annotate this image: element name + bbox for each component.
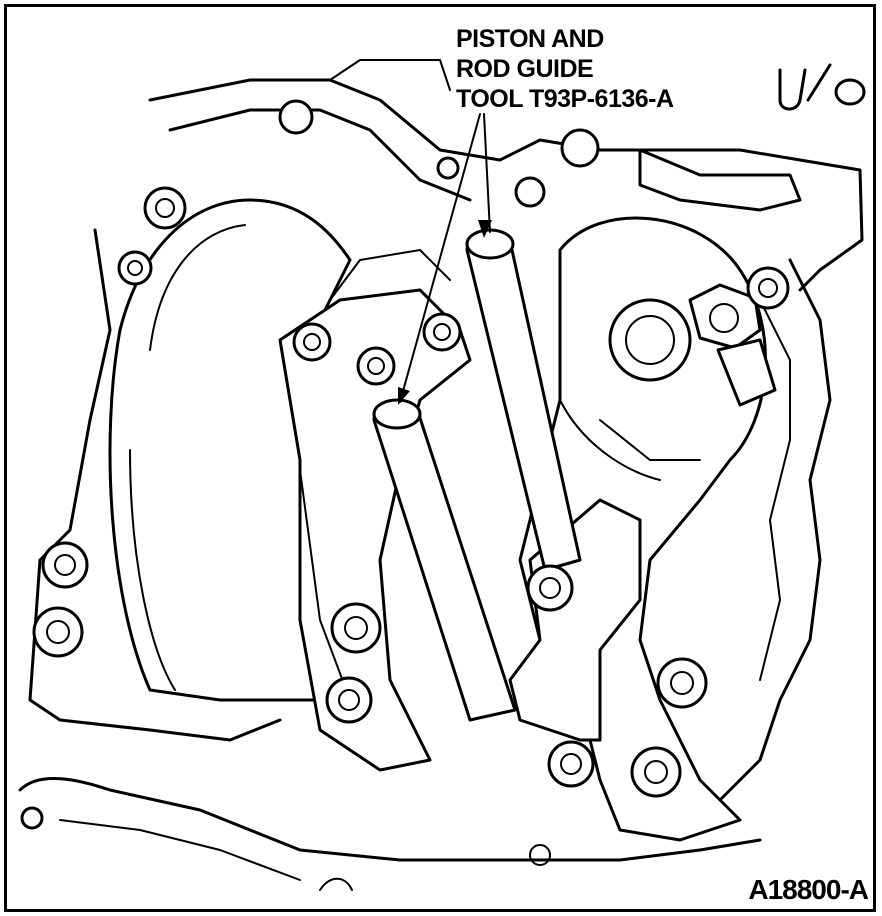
- bolt-head: [656, 657, 708, 709]
- block-rear-edge: [329, 59, 451, 91]
- oil-pan-rail: [18, 777, 762, 862]
- pulley-bolt-head: [688, 283, 762, 350]
- bearing-cap-face: [299, 249, 451, 701]
- block-right-edge: [718, 258, 832, 802]
- figure-border: [4, 4, 876, 912]
- cylinder-mark-o: [834, 78, 866, 106]
- pulley-bolt-center: [709, 303, 739, 333]
- journal-web: [559, 399, 701, 481]
- guide-tool-left-end: [372, 398, 422, 430]
- block-bore-circle: [514, 176, 546, 208]
- pulley-bolt-shank: [716, 338, 777, 407]
- bolt-heads: [32, 186, 790, 798]
- cylinder-mark-u: [778, 68, 807, 111]
- bolt-head: [547, 740, 595, 788]
- counterweight-edge: [129, 224, 246, 691]
- bolt-head: [330, 602, 382, 654]
- bolt-head: [325, 676, 373, 724]
- block-upper-ridge: [168, 108, 472, 202]
- block-bore-circle: [560, 128, 600, 168]
- leader-arrow-right: [478, 220, 492, 238]
- bolt-head: [143, 186, 187, 230]
- bolt-head: [32, 606, 84, 658]
- callout-line-1: PISTON AND: [456, 25, 604, 53]
- block-bore-circle: [436, 156, 460, 180]
- main-bearing-cap: [278, 288, 472, 772]
- bolt-head: [117, 250, 153, 286]
- callout-line-3: TOOL T93P-6136-A: [456, 85, 674, 113]
- block-dowel: [529, 844, 551, 866]
- cylinder-mark-slash: [806, 63, 832, 102]
- bolt-head: [41, 541, 89, 589]
- journal-end: [608, 298, 692, 382]
- leader-line-right: [483, 113, 491, 233]
- leader-line-left: [399, 113, 481, 403]
- block-right-rib: [759, 299, 791, 681]
- bolt-head: [356, 346, 396, 386]
- bolt-head: [746, 266, 790, 310]
- leader-arrow-left: [398, 387, 410, 405]
- bolt-head: [422, 312, 462, 352]
- block-bore-circle: [278, 99, 314, 135]
- figure-id: A18800-A: [748, 874, 869, 905]
- oil-pan-rail-lower: [59, 819, 353, 891]
- drain-plug: [20, 806, 44, 830]
- journal-bore: [625, 315, 675, 365]
- bolt-head: [292, 322, 332, 362]
- block-right-flange: [638, 148, 802, 212]
- tool-callout: PISTON AND ROD GUIDE TOOL T93P-6136-A: [456, 24, 674, 114]
- engine-block-top-edge: [148, 78, 864, 292]
- bolt-head: [630, 746, 682, 798]
- bolt-head: [526, 564, 574, 612]
- callout-line-2: ROD GUIDE: [456, 55, 594, 83]
